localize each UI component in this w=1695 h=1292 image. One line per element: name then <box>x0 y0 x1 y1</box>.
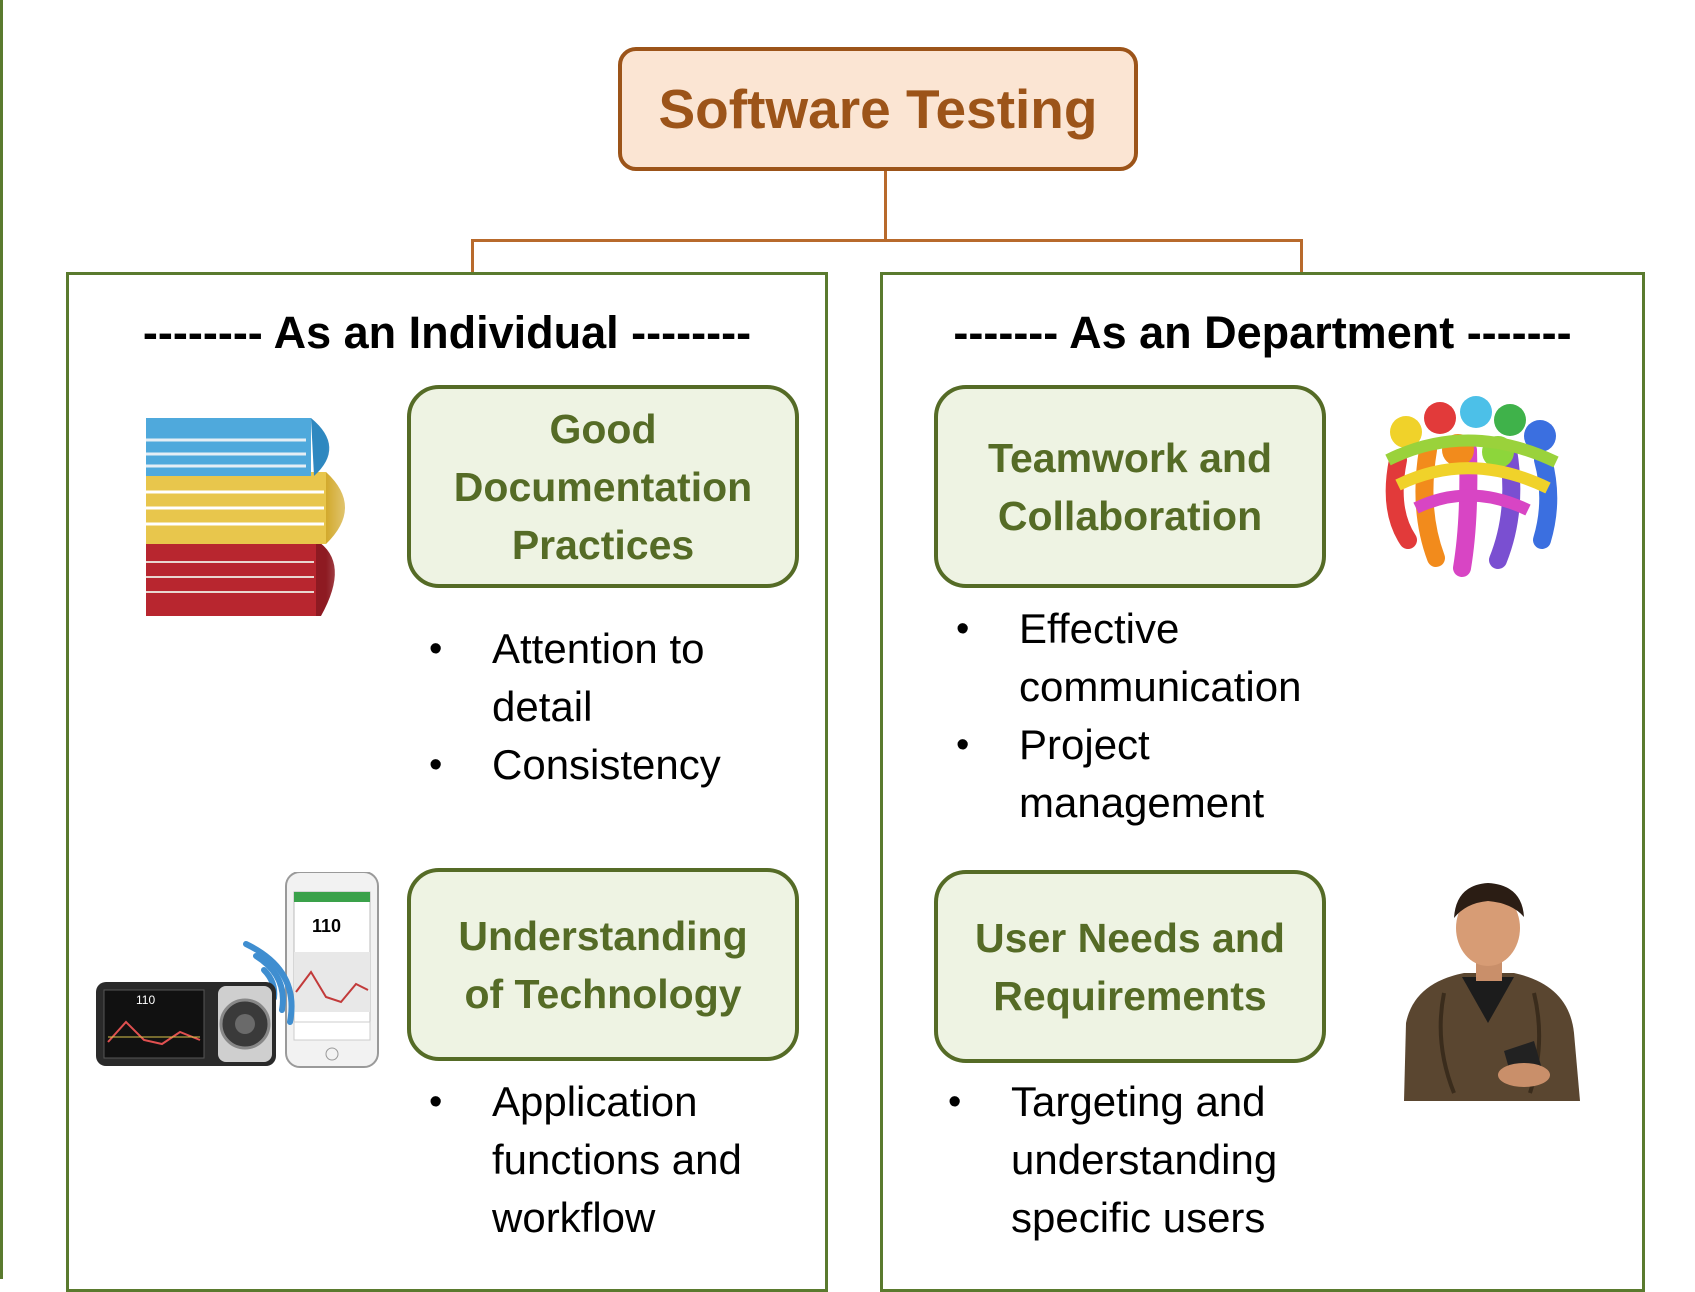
insulin-pump-and-phone-icon: 110 110 <box>96 872 379 1068</box>
root-node: Software Testing <box>618 47 1138 171</box>
topic-understanding-technology: Understanding of Technology <box>407 868 799 1061</box>
topic-good-documentation-label: Good Documentation Practices <box>453 405 753 568</box>
team-circle-icon <box>1385 396 1559 577</box>
connector-stem <box>884 171 887 241</box>
documentation-bullets: Attention to detail Consistency <box>429 620 749 794</box>
list-item: Attention to detail <box>429 620 749 736</box>
topic-user-needs: User Needs and Requirements <box>934 870 1326 1063</box>
list-item: Effective communication <box>956 600 1316 716</box>
list-item: Application functions and workflow <box>429 1073 759 1247</box>
root-title: Software Testing <box>658 78 1098 140</box>
connector-bar <box>471 239 1303 242</box>
phone-reading: 110 <box>312 916 341 936</box>
technology-bullets: Application functions and workflow <box>429 1073 759 1247</box>
topic-good-documentation: Good Documentation Practices <box>407 385 799 588</box>
individual-heading: -------- As an Individual -------- <box>142 307 752 358</box>
teamwork-bullets: Effective communication Project manageme… <box>956 600 1316 832</box>
list-item: Targeting and understanding specific use… <box>948 1073 1318 1247</box>
topic-teamwork: Teamwork and Collaboration <box>934 385 1326 588</box>
connector-right-drop <box>1300 239 1303 273</box>
topic-teamwork-label: Teamwork and Collaboration <box>987 434 1273 539</box>
user-needs-bullets: Targeting and understanding specific use… <box>948 1073 1318 1247</box>
topic-understanding-technology-label: Understanding of Technology <box>458 912 748 1017</box>
svg-text:110: 110 <box>136 993 155 1007</box>
list-item: Consistency <box>429 736 749 794</box>
left-edge-line <box>0 0 3 1279</box>
department-heading: ------- As an Department ------- <box>953 307 1572 358</box>
topic-user-needs-label: User Needs and Requirements <box>975 914 1285 1019</box>
stacked-folders-icon <box>146 412 386 618</box>
user-person-icon <box>1404 883 1580 1101</box>
list-item: Project management <box>956 716 1316 832</box>
connector-left-drop <box>471 239 474 273</box>
